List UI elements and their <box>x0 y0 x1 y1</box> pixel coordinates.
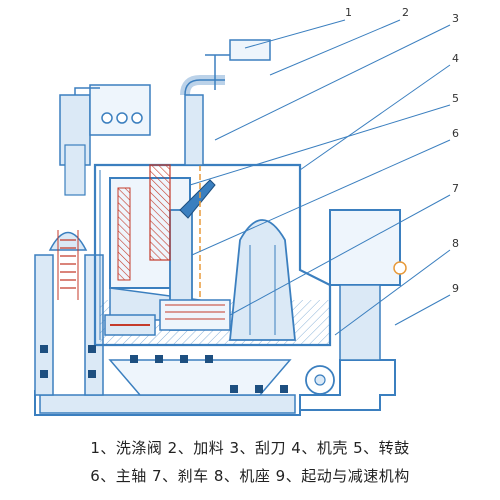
scraper-knife <box>179 165 216 300</box>
wash-valve-assembly <box>59 84 151 196</box>
callout-8: 8 <box>452 237 459 250</box>
main-shaft <box>149 164 231 331</box>
callout-leaders <box>189 19 451 336</box>
callout-5: 5 <box>452 92 459 105</box>
callout-9: 9 <box>452 282 459 295</box>
base-bolts <box>40 345 288 393</box>
caption-line-2: 6、主轴 7、刹车 8、机座 9、起动与减速机构 <box>90 467 410 485</box>
callout-2: 2 <box>402 6 409 19</box>
bearing-housing <box>229 219 296 341</box>
callout-3: 3 <box>452 12 459 25</box>
motor-reduction-unit <box>305 209 407 395</box>
brake <box>104 314 156 336</box>
machine-base <box>34 359 396 416</box>
caption-line-1: 1、洗涤阀 2、加料 3、刮刀 4、机壳 5、转鼓 <box>90 439 410 457</box>
callout-4: 4 <box>452 52 459 65</box>
callout-7: 7 <box>452 182 459 195</box>
centrifuge-cross-section-diagram: 1 2 3 4 5 6 7 8 9 <box>34 6 459 416</box>
callout-1: 1 <box>345 6 352 19</box>
feed-pipe <box>180 39 271 166</box>
callout-6: 6 <box>452 127 459 140</box>
